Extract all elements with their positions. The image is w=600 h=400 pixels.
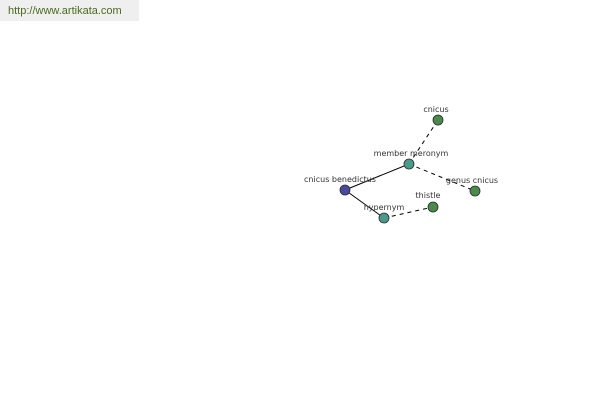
node-label-hypernym: hypernym bbox=[364, 203, 405, 212]
nodes-layer bbox=[339, 114, 481, 224]
node-cnicus-benedictus[interactable] bbox=[339, 184, 351, 196]
node-label-cnicus-benedictus: cnicus benedictus bbox=[304, 175, 376, 184]
labels-layer: cnicus benedictus member meronym hypernym c… bbox=[304, 105, 498, 212]
edge-member-meronym-to-genus-cnicus bbox=[408, 163, 476, 192]
site-url-link[interactable]: http://www.artikata.com bbox=[8, 5, 122, 17]
node-genus-cnicus[interactable] bbox=[469, 185, 481, 197]
edge-member-meronym-to-cnicus bbox=[408, 119, 439, 165]
node-thistle[interactable] bbox=[427, 201, 439, 213]
url-banner[interactable]: http://www.artikata.com bbox=[0, 0, 139, 21]
edge-cnicus-benedictus-to-hypernym bbox=[344, 189, 385, 219]
node-label-member-meronym: member meronym bbox=[374, 149, 449, 158]
node-member-meronym[interactable] bbox=[403, 158, 415, 170]
edge-cnicus-benedictus-to-member-meronym bbox=[344, 163, 410, 191]
node-label-thistle: thistle bbox=[416, 191, 441, 200]
node-hypernym[interactable] bbox=[378, 212, 390, 224]
edges-layer bbox=[344, 119, 476, 219]
edge-hypernym-to-thistle bbox=[383, 206, 434, 219]
node-label-genus-cnicus: genus cnicus bbox=[446, 176, 498, 185]
node-label-cnicus: cnicus bbox=[423, 105, 448, 114]
node-cnicus[interactable] bbox=[432, 114, 444, 126]
